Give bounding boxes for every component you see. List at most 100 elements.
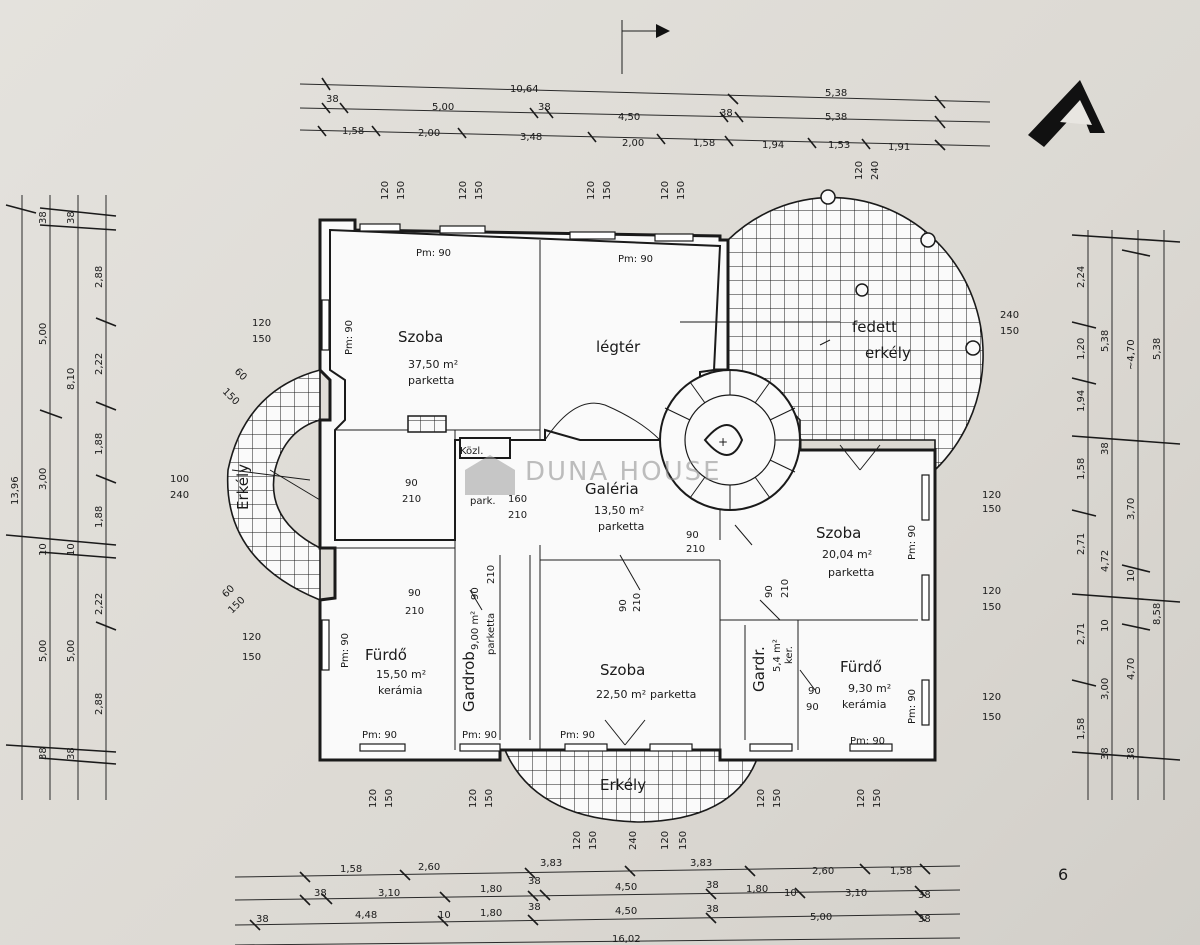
dim-left-2-2: 8,10 xyxy=(66,368,77,390)
room-gardrob-w-area: 9,00 m² xyxy=(470,611,481,650)
room-furdo-w-floor: kerámia xyxy=(378,684,423,697)
size-label: 120 xyxy=(380,181,391,200)
size-label: 150 xyxy=(384,789,395,808)
size-label: 210 xyxy=(402,494,421,505)
dim-top-3-5: 1,58 xyxy=(693,138,715,149)
dim-left-3-2: 2,22 xyxy=(94,353,105,375)
room-fedett-line1: fedett xyxy=(852,318,897,336)
dim-bot-2-1: 38 xyxy=(314,888,327,899)
dim-top-total: 10,64 xyxy=(510,84,539,95)
room-szoba-nw-name: Szoba xyxy=(398,328,443,346)
room-szoba-s-name: Szoba xyxy=(600,661,645,679)
dim-left-3-6: 2,88 xyxy=(94,693,105,715)
dim-bot-1-5: 2,60 xyxy=(812,866,834,877)
size-label: 150 xyxy=(676,181,687,200)
svg-text:+: + xyxy=(718,435,728,449)
room-furdo-e-area: 9,30 m² xyxy=(848,682,891,695)
dim-bot-2-5: 4,50 xyxy=(615,882,637,893)
spiral-staircase: + xyxy=(659,369,801,511)
dim-bot-3-9: 38 xyxy=(918,914,931,925)
room-erkely-s-name: Erkély xyxy=(600,776,646,794)
pm-label: Pm: 90 xyxy=(344,320,355,355)
dim-bot-3-8: 5,00 xyxy=(810,912,832,923)
room-gardr-e-name: Gardr. xyxy=(750,646,768,692)
dim-top-2-4: 4,50 xyxy=(618,112,640,123)
size-label: 120 xyxy=(982,692,1001,703)
dim-top-2-1: 38 xyxy=(326,94,339,105)
room-szoba-e-area: 20,04 m² xyxy=(822,548,872,561)
dim-left-1-4: 10 xyxy=(38,543,49,556)
room-kozl-floor: park. xyxy=(470,496,496,507)
room-galeria-name: Galéria xyxy=(585,480,639,498)
dim-left-1-3: 3,00 xyxy=(38,468,49,490)
room-fedett-line2: erkély xyxy=(865,344,911,362)
room-galeria-floor: parketta xyxy=(598,520,644,533)
dim-right-1-2: 1,20 xyxy=(1076,338,1087,360)
dim-bot-3-4: 1,80 xyxy=(480,908,502,919)
dim-top-3-8: 1,91 xyxy=(888,142,910,153)
size-label: 150 xyxy=(982,712,1001,723)
dim-top-2-2: 5,00 xyxy=(432,102,454,113)
dim-top-1-2: 5,38 xyxy=(825,88,847,99)
size-label: 90 xyxy=(686,530,699,541)
dim-left-3-5: 2,22 xyxy=(94,593,105,615)
west-balcony xyxy=(226,368,321,602)
size-label: 120 xyxy=(982,586,1001,597)
pillar-icon xyxy=(920,232,936,248)
dim-left-2-3: 10 xyxy=(66,543,77,556)
dim-top-3-4: 2,00 xyxy=(622,138,644,149)
dim-bot-2-4: 38 xyxy=(528,876,541,887)
size-label: 120 xyxy=(660,831,671,850)
size-label: 120 xyxy=(468,789,479,808)
dim-bot-total: 16,02 xyxy=(612,934,641,945)
pm-label: Pm: 90 xyxy=(362,730,397,741)
dim-right-1-1: 2,24 xyxy=(1076,266,1087,288)
south-balcony xyxy=(503,749,762,823)
dim-bot-2-7: 1,80 xyxy=(746,884,768,895)
room-kozl-door-w: 160 xyxy=(508,494,527,505)
room-szoba-s-area: 22,50 m² xyxy=(596,688,646,701)
dim-left-2-1: 38 xyxy=(66,211,77,224)
size-label: 150 xyxy=(602,181,613,200)
dim-right-4-2: 8,58 xyxy=(1152,603,1163,625)
left-dimensions: 13,96 38 5,00 3,00 10 5,00 38 38 8,10 10… xyxy=(5,195,117,800)
dim-bot-2-6: 38 xyxy=(706,880,719,891)
dim-right-3-2: 3,70 xyxy=(1126,498,1137,520)
dim-left-3-1: 2,88 xyxy=(94,266,105,288)
size-label: 210 xyxy=(405,606,424,617)
dim-bot-3-1: 38 xyxy=(256,914,269,925)
size-label: 240 xyxy=(628,831,639,850)
dim-top-2-5: 38 xyxy=(720,108,733,119)
dim-bot-1-2: 2,60 xyxy=(418,862,440,873)
right-dimensions: 2,24 1,20 1,94 1,58 2,71 2,71 1,58 5,38 … xyxy=(1071,230,1181,800)
dim-bot-2-3: 1,80 xyxy=(480,884,502,895)
size-label: 210 xyxy=(780,579,791,598)
dim-left-1-6: 38 xyxy=(38,747,49,760)
size-label: 150 xyxy=(220,386,241,407)
size-label: 150 xyxy=(484,789,495,808)
size-label: 120 xyxy=(982,490,1001,501)
dim-bot-3-6: 4,50 xyxy=(615,906,637,917)
size-label: 120 xyxy=(252,318,271,329)
room-labels: Szoba 37,50 m² parketta légtér fedett er… xyxy=(234,318,911,794)
dim-bot-1-4: 3,83 xyxy=(690,858,712,869)
room-kozl-name: Közl. xyxy=(460,446,483,457)
size-label: 150 xyxy=(872,789,883,808)
windows xyxy=(321,223,930,752)
dim-bot-2-9: 3,10 xyxy=(845,888,867,899)
dim-top-3-1: 1,58 xyxy=(342,126,364,137)
north-arrow-icon xyxy=(1028,80,1105,147)
room-szoba-s-floor: parketta xyxy=(650,688,696,701)
room-gardr-e-area: 5,4 m² xyxy=(772,639,783,672)
size-label: 150 xyxy=(396,181,407,200)
size-label: 150 xyxy=(772,789,783,808)
dim-right-3-1: ~4,70 xyxy=(1126,339,1137,370)
dim-top-3-7: 1,53 xyxy=(828,140,850,151)
bottom-dimensions: 1,58 2,60 3,83 3,83 2,60 1,58 38 3,10 1,… xyxy=(234,858,961,945)
size-label: 120 xyxy=(458,181,469,200)
size-label: 90 xyxy=(806,702,819,713)
size-label: 150 xyxy=(474,181,485,200)
size-label: 120 xyxy=(242,632,261,643)
